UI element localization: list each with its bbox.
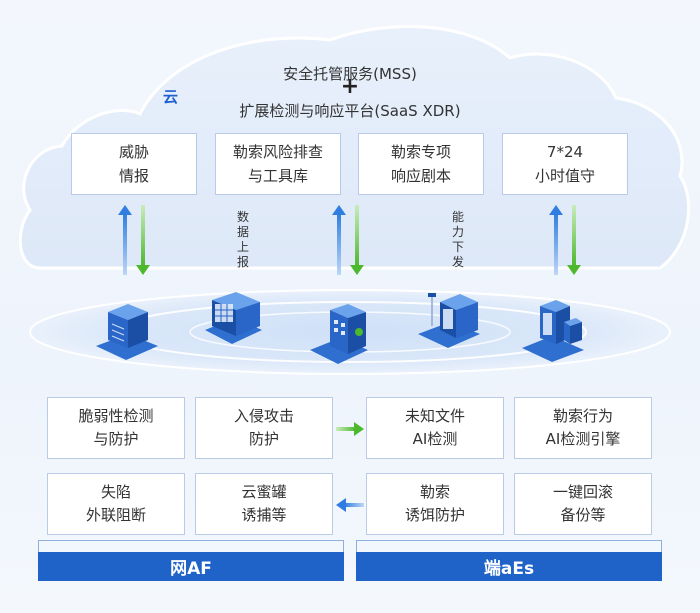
- feature-line2: AI检测引擎: [545, 430, 621, 448]
- feature-box-intrusion-protect: 入侵攻击 防护: [195, 397, 333, 459]
- feature-line2: 诱捕等: [241, 506, 287, 524]
- service-line2: 与工具库: [247, 167, 308, 185]
- arrow-right-green: [336, 422, 364, 436]
- arrow-pair-2: [332, 205, 364, 275]
- arrow-pair-1: [118, 205, 150, 275]
- feature-line2: AI检测: [412, 430, 458, 448]
- service-line1: 威胁: [118, 143, 149, 161]
- arrow-pair-3: [549, 205, 581, 275]
- flow-label-deliver: 能力下发: [451, 210, 464, 269]
- feature-box-vuln-detect: 脆弱性检测 与防护: [47, 397, 185, 459]
- feature-line2: 外联阻断: [85, 506, 146, 524]
- service-line2: 响应剧本: [390, 167, 451, 185]
- feature-box-ai-engine: 勒索行为 AI检测引擎: [514, 397, 652, 459]
- feature-line1: 一键回滚: [552, 483, 613, 501]
- service-box-response-playbook: 勒索专项 响应剧本: [358, 133, 484, 195]
- flow-label-report: 数据上报: [236, 210, 249, 269]
- feature-line1: 失陷: [100, 483, 131, 501]
- feature-line1: 脆弱性检测: [78, 407, 154, 425]
- service-line1: 勒索专项: [390, 143, 451, 161]
- cloud-title-xdr: 扩展检测与响应平台(SaaS XDR): [239, 102, 461, 120]
- bar-bracket-aes: [356, 540, 662, 552]
- feature-box-outbound-block: 失陷 外联阻断: [47, 473, 185, 535]
- building-icon-3: [310, 304, 368, 364]
- feature-line1: 未知文件: [404, 407, 465, 425]
- service-line1: 勒索风险排查: [232, 143, 323, 161]
- feature-line1: 勒索行为: [552, 407, 613, 425]
- bar-bracket-af: [38, 540, 344, 552]
- bar-af: 网AF: [38, 552, 344, 581]
- cloud-label: 云: [163, 88, 179, 106]
- service-line2: 小时值守: [534, 167, 595, 185]
- building-icon-4: [418, 293, 480, 348]
- plus-sign: +: [340, 74, 360, 99]
- feature-box-decoy-protect: 勒索 诱饵防护: [366, 473, 504, 535]
- cloud-shape: [18, 24, 691, 270]
- feature-line2: 防护: [248, 430, 279, 448]
- building-icon-1: [96, 304, 158, 360]
- service-box-threat-intel: 威胁 情报: [71, 133, 197, 195]
- cloud-title-mss: 安全托管服务(MSS): [283, 65, 417, 83]
- service-box-24x7: 7*24 小时值守: [502, 133, 628, 195]
- feature-box-ai-file-detect: 未知文件 AI检测: [366, 397, 504, 459]
- feature-box-honeypot: 云蜜罐 诱捕等: [195, 473, 333, 535]
- feature-box-rollback: 一键回滚 备份等: [514, 473, 652, 535]
- feature-line2: 备份等: [560, 506, 606, 524]
- feature-line1: 云蜜罐: [241, 483, 287, 501]
- feature-line1: 入侵攻击: [233, 407, 294, 425]
- building-icon-2: [205, 292, 262, 344]
- service-line1: 7*24: [546, 143, 584, 161]
- bar-aes: 端aEs: [356, 552, 662, 581]
- feature-line2: 与防护: [93, 430, 139, 448]
- feature-line2: 诱饵防护: [404, 506, 465, 524]
- building-icon-5: [522, 300, 584, 362]
- feature-line1: 勒索: [419, 483, 450, 501]
- service-line2: 情报: [118, 167, 149, 185]
- arrow-left-blue: [336, 498, 364, 512]
- service-box-risk-toolkit: 勒索风险排查 与工具库: [215, 133, 341, 195]
